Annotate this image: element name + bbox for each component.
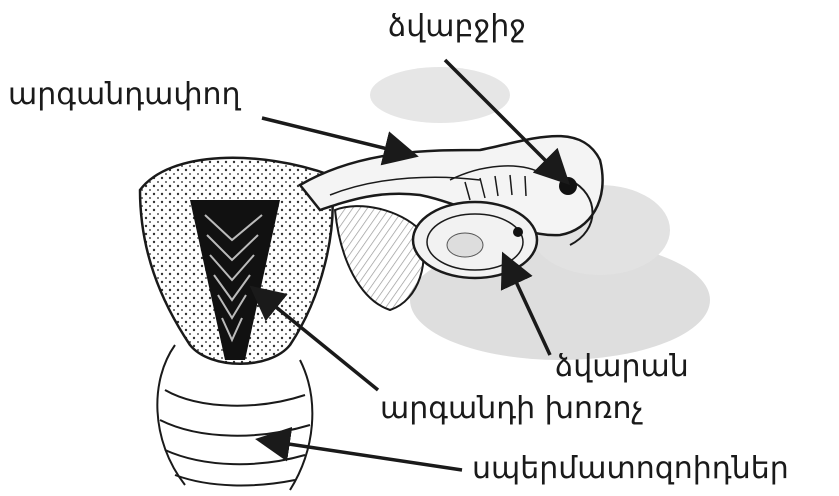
egg-cell — [559, 177, 577, 195]
ovary — [413, 202, 537, 278]
label-sperm: սպերմատոզոիդներ — [472, 454, 789, 484]
label-egg: ձվաբջիջ — [388, 12, 526, 42]
label-uterus-cavity: արգանդի խոռոչ — [380, 394, 644, 424]
label-ovary: ձվարան — [555, 352, 689, 382]
label-oviduct: արգանդափող — [8, 80, 241, 110]
oviduct-pointer-arrow — [262, 118, 412, 155]
sperm-pointer-arrow — [262, 440, 462, 470]
vagina-tube — [157, 345, 312, 490]
ligament — [335, 206, 424, 310]
